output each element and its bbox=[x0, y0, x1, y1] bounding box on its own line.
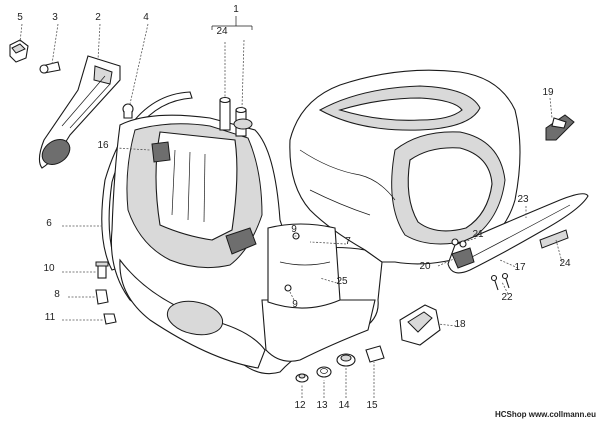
callout-9: 9 bbox=[292, 299, 298, 310]
callout-6: 6 bbox=[46, 218, 52, 229]
callout-19: 19 bbox=[542, 87, 554, 98]
part-25-floor-panel bbox=[267, 223, 341, 309]
callout-14: 14 bbox=[338, 400, 350, 411]
callout-16: 16 bbox=[97, 140, 109, 151]
callout-20: 20 bbox=[419, 261, 431, 272]
part-17-rear-trim bbox=[447, 193, 589, 274]
part-14-grommet bbox=[336, 353, 356, 367]
callout-4: 4 bbox=[143, 12, 149, 23]
part-5-clip bbox=[9, 39, 29, 63]
part-13-grommet bbox=[316, 366, 332, 378]
part-18-cover bbox=[399, 304, 441, 346]
callout-21: 21 bbox=[472, 229, 484, 240]
callout-23: 23 bbox=[517, 194, 529, 205]
part-19-bracket bbox=[545, 114, 575, 141]
callout-24: 24 bbox=[216, 26, 228, 37]
callout-2: 2 bbox=[95, 12, 101, 23]
part-4-screw bbox=[122, 103, 134, 119]
credit-watermark: HCShop www.collmann.eu bbox=[494, 410, 596, 419]
callout-11: 11 bbox=[45, 312, 56, 323]
callout-8: 8 bbox=[54, 289, 60, 300]
callout-13: 13 bbox=[316, 400, 328, 411]
callout-7: 7 bbox=[345, 236, 351, 247]
part-22-screws bbox=[490, 272, 510, 291]
part-24-tubes bbox=[219, 96, 253, 137]
callout-24: 24 bbox=[559, 258, 571, 269]
part-8-bracket bbox=[95, 289, 109, 305]
part-11-nut bbox=[103, 313, 117, 325]
callout-10: 10 bbox=[43, 263, 55, 274]
callout-17: 17 bbox=[514, 262, 526, 273]
part-12-grommet bbox=[295, 373, 309, 383]
leader-lines bbox=[19, 16, 563, 398]
callout-5: 5 bbox=[17, 12, 23, 23]
callout-1: 1 bbox=[233, 4, 239, 15]
rear-body bbox=[289, 69, 521, 265]
callout-3: 3 bbox=[52, 12, 58, 23]
callout-12: 12 bbox=[294, 400, 306, 411]
callout-22: 22 bbox=[501, 292, 513, 303]
part-20-bracket bbox=[451, 247, 475, 269]
part-10-bolt bbox=[95, 261, 109, 279]
callout-9: 9 bbox=[291, 224, 297, 235]
part-3-screw bbox=[39, 61, 61, 74]
part-2-horn-cover bbox=[38, 55, 121, 169]
callout-25: 25 bbox=[336, 276, 348, 287]
callout-18: 18 bbox=[454, 319, 466, 330]
callout-15: 15 bbox=[366, 400, 378, 411]
part-21-clip bbox=[451, 238, 467, 248]
part-15-plug bbox=[365, 345, 385, 363]
frame-body bbox=[110, 114, 383, 375]
